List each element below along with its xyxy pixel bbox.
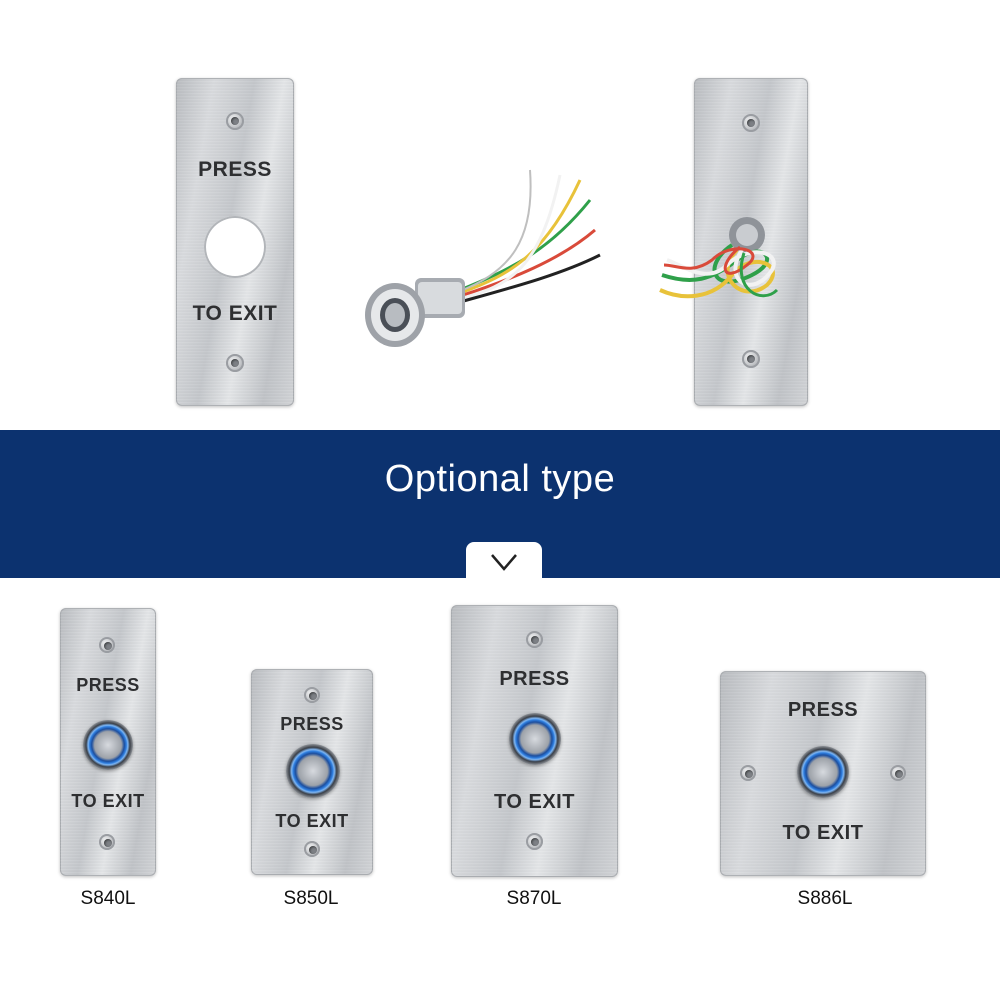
screw-icon [99,834,115,850]
press-label: PRESS [76,675,140,695]
product-s850l: PRESS TO EXIT [251,669,373,875]
exit-label: TO EXIT [494,791,575,813]
press-label: PRESS [280,714,344,734]
exit-push-button [286,744,340,798]
product-s886l: PRESS TO EXIT [720,671,926,876]
screw-icon [740,765,756,781]
screw-icon [304,841,320,857]
screw-icon [226,354,244,372]
screw-icon [226,112,244,130]
screw-icon [742,350,760,368]
screw-icon [890,765,906,781]
exit-push-button [509,713,561,765]
product-s870l: PRESS TO EXIT [451,605,618,877]
screw-icon [304,687,320,703]
model-label: S886L [797,888,853,909]
press-label: PRESS [499,668,570,690]
exit-label: TO EXIT [782,822,864,844]
button-hole [204,216,266,278]
screw-icon [99,637,115,653]
wire-bundle [659,217,779,299]
screw-icon [526,833,543,850]
push-button-with-wires [365,169,601,347]
exit-push-button [797,746,849,798]
plate-press-label: PRESS [198,158,272,181]
banner-title: Optional type [384,458,616,500]
banner-tab [466,542,542,582]
chevron-down-icon [491,554,517,571]
exit-plate-front: PRESS TO EXIT [176,78,294,406]
press-label: PRESS [787,699,859,721]
screw-icon [526,631,543,648]
model-label: S870L [506,888,562,909]
screw-icon [742,114,760,132]
exit-label: TO EXIT [71,791,145,811]
product-s840l: PRESS TO EXIT [60,608,156,876]
model-label: S840L [80,888,136,909]
plate-exit-label: TO EXIT [192,302,278,325]
model-label: S850L [283,888,339,909]
exit-label: TO EXIT [275,811,349,831]
exit-push-button [83,720,133,770]
